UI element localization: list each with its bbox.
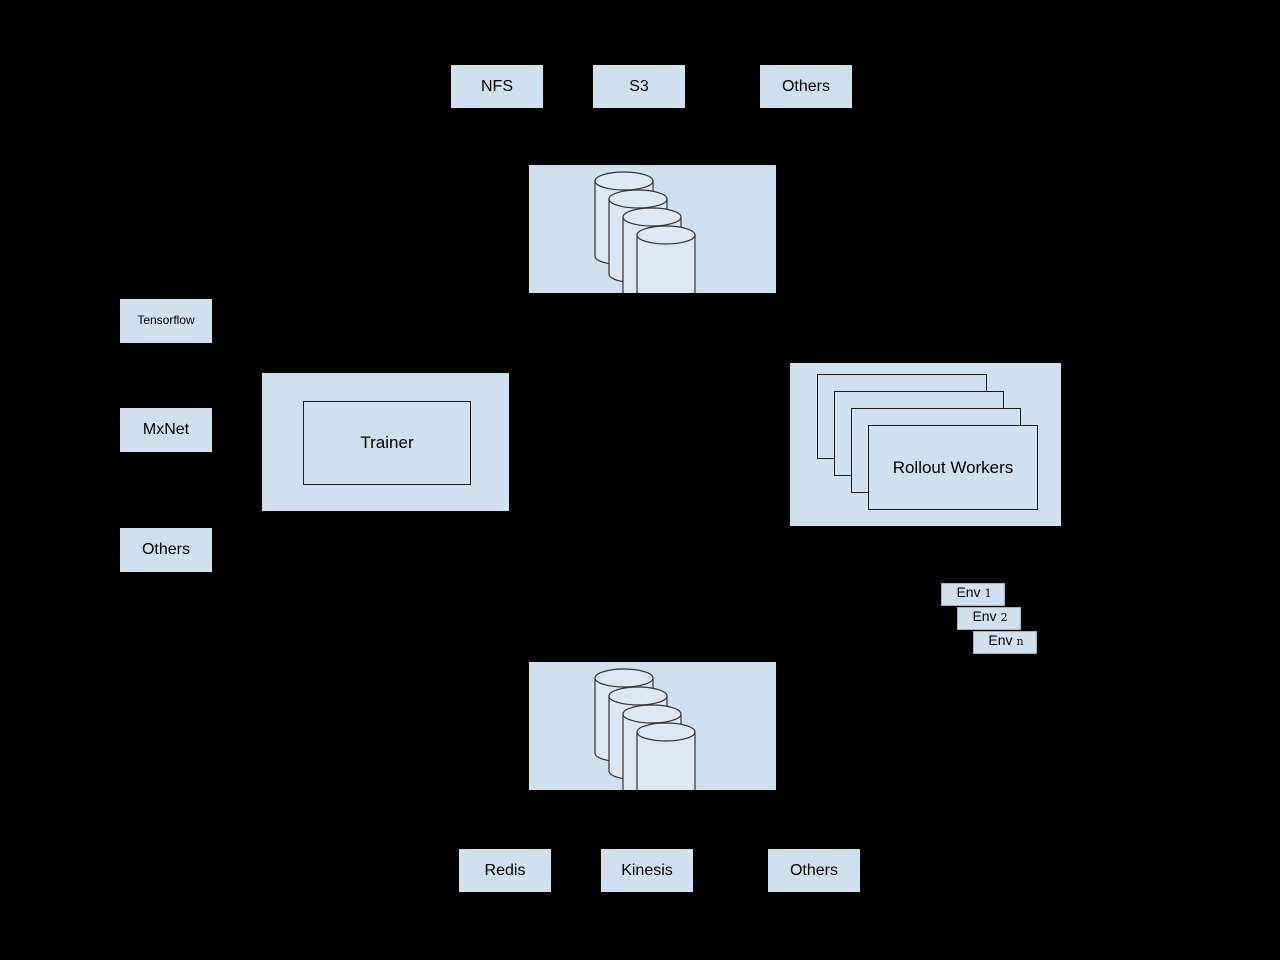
- storage-node-s3-label: S3: [629, 77, 649, 95]
- framework-node-mxnet[interactable]: MxNet: [120, 408, 212, 452]
- trainer-label: Trainer: [360, 432, 414, 452]
- datastore-node-kinesis[interactable]: Kinesis: [601, 849, 693, 892]
- env-box-n-name: Env: [988, 632, 1013, 648]
- model-store-cylinders: [594, 171, 696, 293]
- storage-node-nfs-label: NFS: [481, 77, 513, 95]
- env-box-1[interactable]: Env 1: [941, 583, 1005, 606]
- framework-node-tensorflow[interactable]: Tensorflow: [120, 299, 212, 343]
- framework-node-others[interactable]: Others: [120, 528, 212, 572]
- framework-node-mxnet-label: MxNet: [142, 421, 190, 439]
- experience-store-cylinders: [594, 668, 696, 790]
- env-box-2[interactable]: Env 2: [957, 607, 1021, 630]
- datastore-node-redis-label: Redis: [484, 861, 526, 879]
- env-box-1-name: Env: [956, 584, 981, 600]
- rollout-worker-card-4[interactable]: [868, 425, 1038, 510]
- datastore-node-kinesis-label: Kinesis: [621, 861, 673, 879]
- storage-node-s3[interactable]: S3: [593, 65, 685, 108]
- datastore-node-others[interactable]: Others: [768, 849, 860, 892]
- storage-node-others[interactable]: Others: [760, 65, 852, 108]
- env-box-n-index: n: [1016, 635, 1024, 648]
- datastore-node-others-label: Others: [789, 861, 838, 879]
- framework-node-tensorflow-label: Tensorflow: [137, 313, 195, 328]
- env-box-n[interactable]: Env n: [973, 631, 1037, 654]
- env-box-2-index: 2: [1000, 611, 1008, 624]
- cylinder-4: [636, 722, 696, 790]
- rollout-workers-label: Rollout Workers: [892, 457, 1014, 477]
- trainer-box[interactable]: Trainer: [303, 401, 471, 485]
- rollout-workers-label-wrap: Rollout Workers: [868, 425, 1038, 510]
- cylinder-4: [636, 225, 696, 293]
- env-box-2-name: Env: [972, 608, 997, 624]
- datastore-node-redis[interactable]: Redis: [459, 849, 551, 892]
- framework-node-others-label: Others: [141, 541, 190, 559]
- storage-node-others-label: Others: [781, 77, 830, 95]
- env-box-1-index: 1: [984, 587, 992, 600]
- storage-node-nfs[interactable]: NFS: [451, 65, 543, 108]
